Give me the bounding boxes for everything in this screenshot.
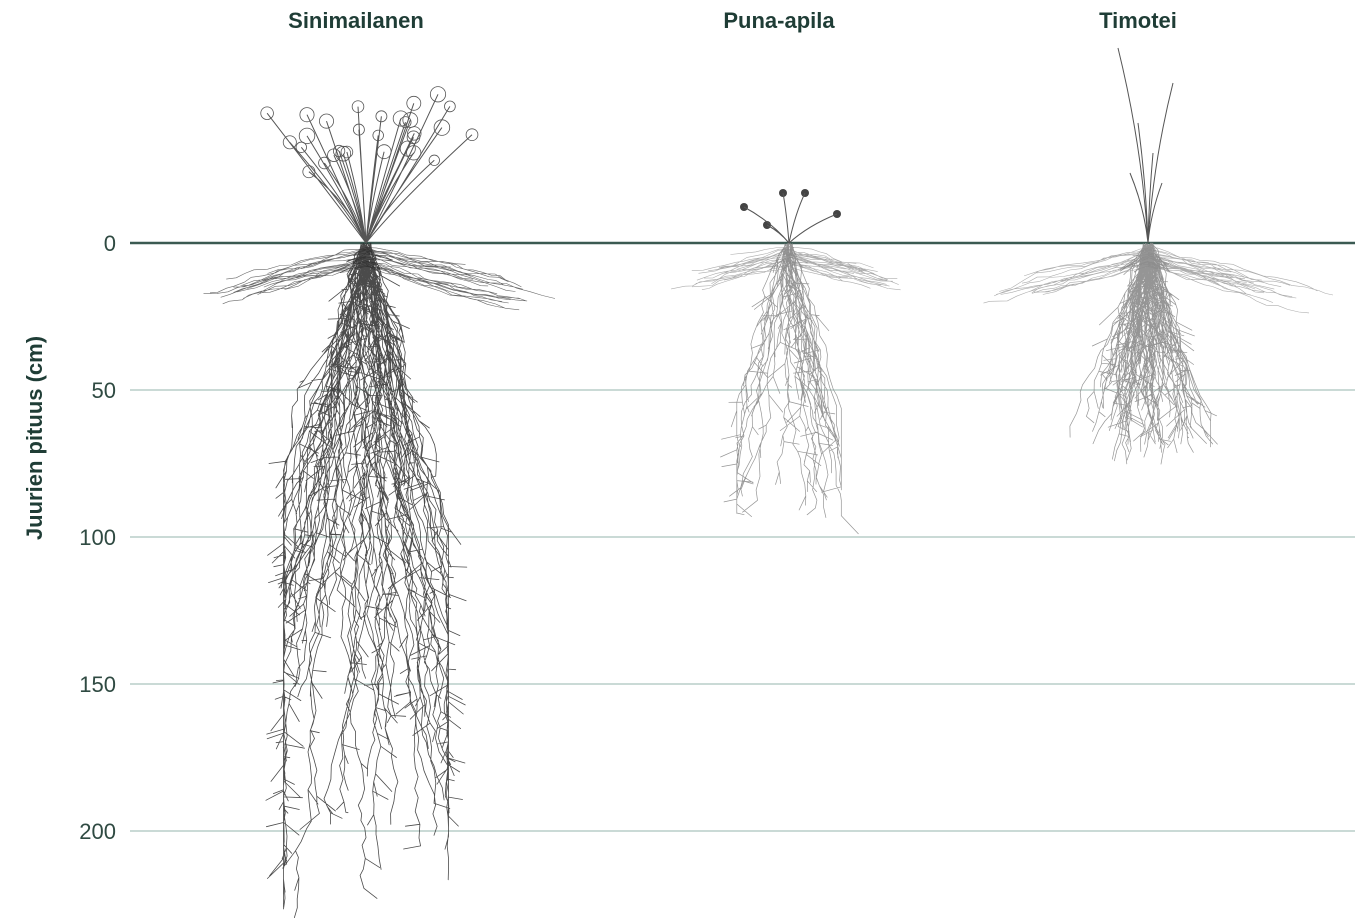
y-axis-title: Juurien pituus (cm) — [22, 336, 47, 540]
flower-mark — [261, 107, 274, 120]
root-system — [266, 243, 467, 918]
shoot — [744, 193, 837, 243]
plant-titles: Sinimailanen Puna-apila Timotei — [288, 8, 1177, 33]
y-tick-label-200: 200 — [79, 819, 116, 844]
y-tick-label-0: 0 — [104, 231, 116, 256]
y-tick-label-50: 50 — [92, 378, 116, 403]
plant-timotei — [984, 48, 1334, 464]
flower-mark — [300, 108, 314, 122]
shoot — [267, 94, 472, 243]
plant-title-sinimailanen: Sinimailanen — [288, 8, 424, 33]
y-axis-ticks: 0 50 100 150 200 — [79, 231, 116, 844]
plant-title-puna-apila: Puna-apila — [723, 8, 835, 33]
root-system — [1070, 243, 1218, 464]
y-tick-label-150: 150 — [79, 672, 116, 697]
plant-sinimailanen — [204, 87, 556, 918]
plants — [204, 48, 1334, 918]
root-system — [721, 243, 859, 534]
flower-mark — [319, 114, 333, 128]
shoot — [1118, 48, 1173, 243]
y-tick-label-100: 100 — [79, 525, 116, 550]
plant-puna-apila — [671, 189, 901, 534]
plant-title-timotei: Timotei — [1099, 8, 1177, 33]
